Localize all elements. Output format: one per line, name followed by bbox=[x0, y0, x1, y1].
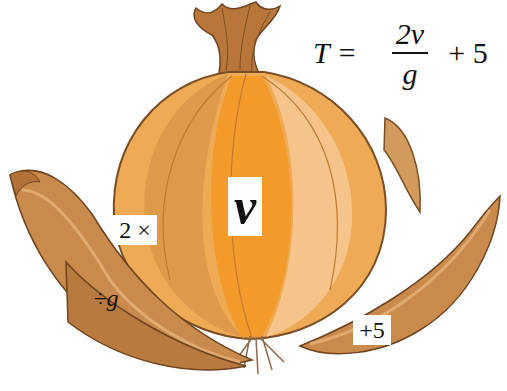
layer-label: ÷g bbox=[93, 285, 118, 311]
onion-core-label: v bbox=[228, 177, 262, 236]
layer-label: 2 × bbox=[113, 215, 157, 245]
formula-lhs: T = bbox=[313, 36, 357, 69]
formula-denominator: g bbox=[403, 57, 418, 90]
layer-label: +5 bbox=[353, 315, 391, 345]
formula-numerator: 2v bbox=[396, 17, 424, 50]
formula-constant: + 5 bbox=[448, 36, 487, 69]
fraction-bar bbox=[392, 52, 428, 54]
